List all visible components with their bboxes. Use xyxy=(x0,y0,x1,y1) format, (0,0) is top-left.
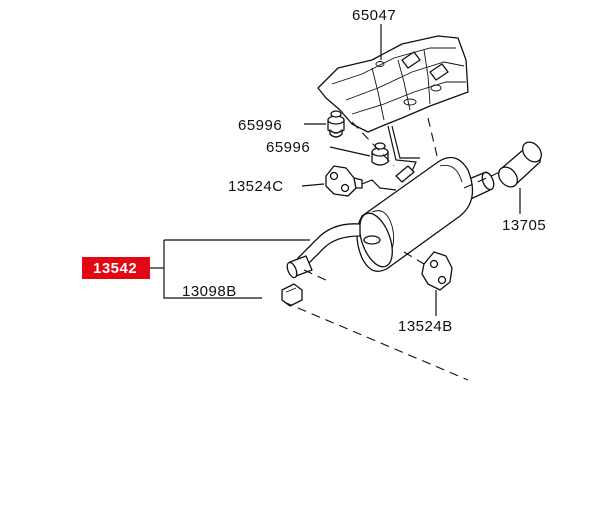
hanger-front-part[interactable] xyxy=(325,165,363,197)
hanger-front-label: 13524C xyxy=(228,178,284,195)
muffler-assembly-callout[interactable]: 13542 xyxy=(82,257,150,279)
heat-protector-part[interactable] xyxy=(317,35,469,133)
grommet-lower-label: 65996 xyxy=(266,139,310,156)
muffler-assembly-highlight xyxy=(82,257,150,279)
clamp-part[interactable] xyxy=(281,283,303,307)
grommet-upper-label: 65996 xyxy=(238,117,282,134)
tail-pipe-end-label: 13705 xyxy=(502,217,546,234)
hanger-rear-label: 13524B xyxy=(398,318,453,335)
muffler-assembly-label: 13542 xyxy=(93,260,137,277)
hanger-rear-part[interactable] xyxy=(421,251,453,291)
grommet-upper-part[interactable] xyxy=(327,110,345,138)
heat-protector-label: 65047 xyxy=(352,7,396,24)
grommet-lower-part[interactable] xyxy=(371,142,389,166)
clamp-label: 13098B xyxy=(182,283,237,300)
muffler-assembly-part[interactable] xyxy=(285,156,496,279)
tail-pipe-end-part[interactable] xyxy=(495,138,545,190)
